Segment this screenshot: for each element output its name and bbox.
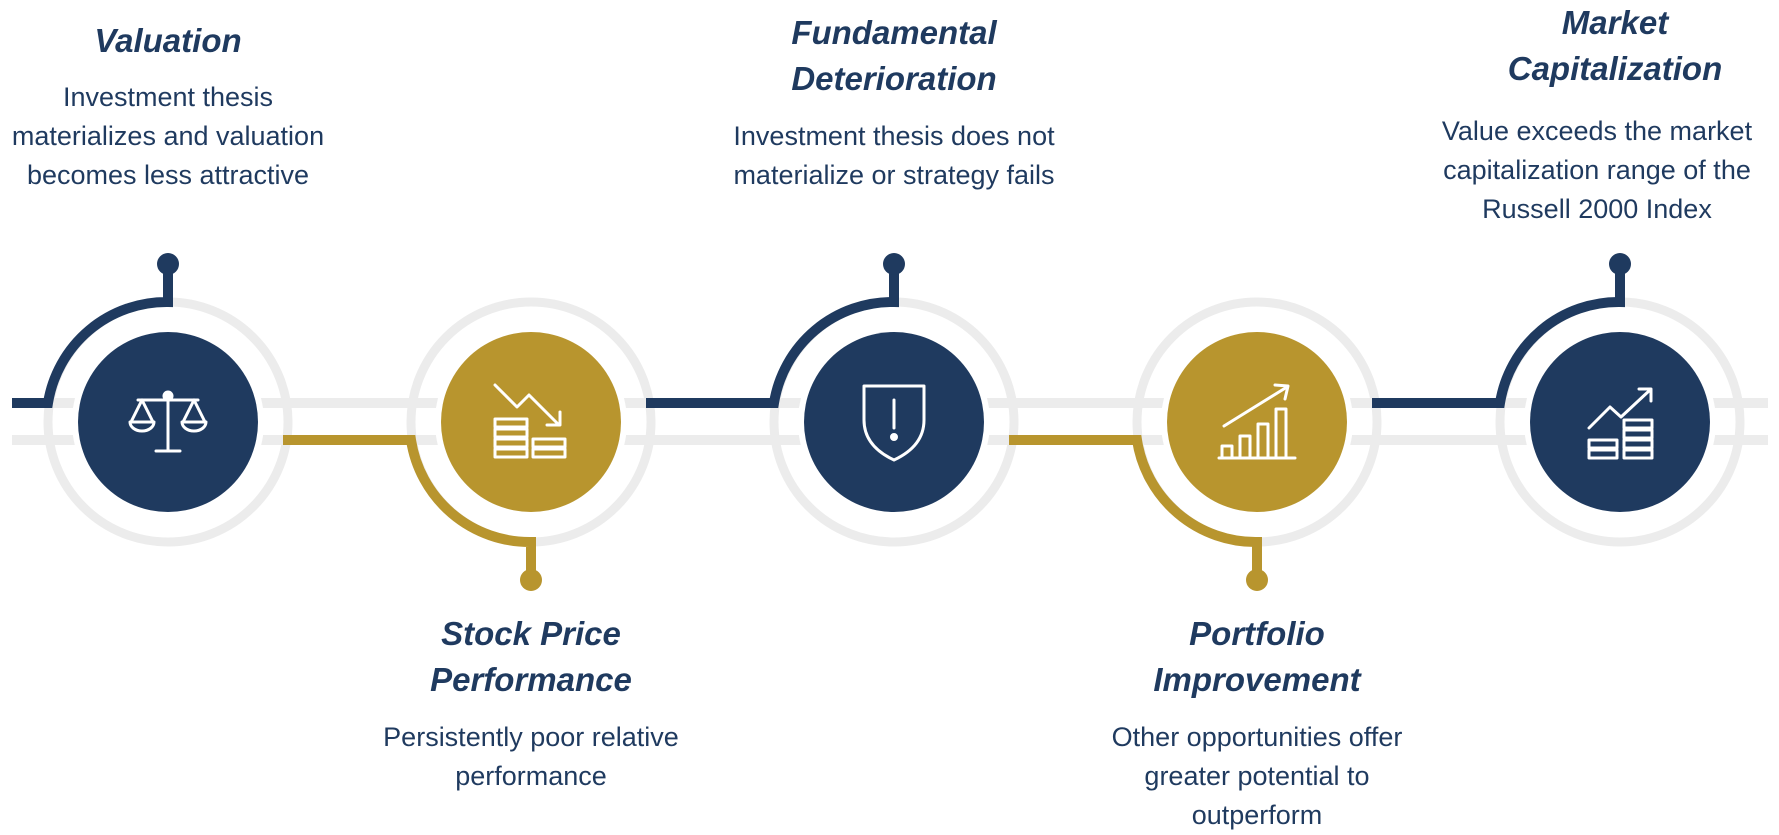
connector-dot-3: [883, 253, 905, 275]
connector-4: [1009, 435, 1262, 578]
stage-disc-stock-price: [441, 332, 621, 512]
stage-title-portfolio-improvement: Portfolio Improvement: [1153, 615, 1361, 698]
growth-coins-icon: [1587, 387, 1654, 460]
stage-title-stock-price-performance: Stock Price Performance: [430, 615, 632, 698]
connector-1: [12, 266, 173, 408]
stage-title-fundamental-deterioration: Fundamental Deterioration: [791, 14, 997, 97]
stage-description-valuation: Investment thesis materializes and valua…: [11, 82, 325, 190]
stage-title-valuation: Valuation: [94, 22, 242, 59]
stage-description-fundamental-deterioration: Investment thesis does not materialize o…: [733, 121, 1055, 190]
stage-description-market-capitalization: Value exceeds the market capitalization …: [1441, 116, 1753, 224]
connector-dot-4: [1246, 569, 1268, 591]
stage-description-portfolio-improvement: Other opportunities offer greater potent…: [1111, 722, 1403, 830]
connector-dot-5: [1609, 253, 1631, 275]
connector-5: [1372, 266, 1625, 408]
stage-disc-portfolio: [1167, 332, 1347, 512]
stage-title-market-capitalization: Market Capitalization: [1507, 4, 1723, 87]
balance-scale-icon: [128, 390, 208, 453]
shield-alert-icon: [862, 384, 926, 462]
connector-dot-2: [520, 569, 542, 591]
connector-2: [283, 435, 536, 578]
stage-disc-market-cap: [1530, 332, 1710, 512]
connector-dot-1: [157, 253, 179, 275]
connector-3: [646, 266, 899, 408]
stage-description-stock-price-performance: Persistently poor relative performance: [383, 722, 679, 791]
bar-chart-growth-icon: [1217, 383, 1297, 460]
declining-coins-icon: [493, 383, 567, 459]
